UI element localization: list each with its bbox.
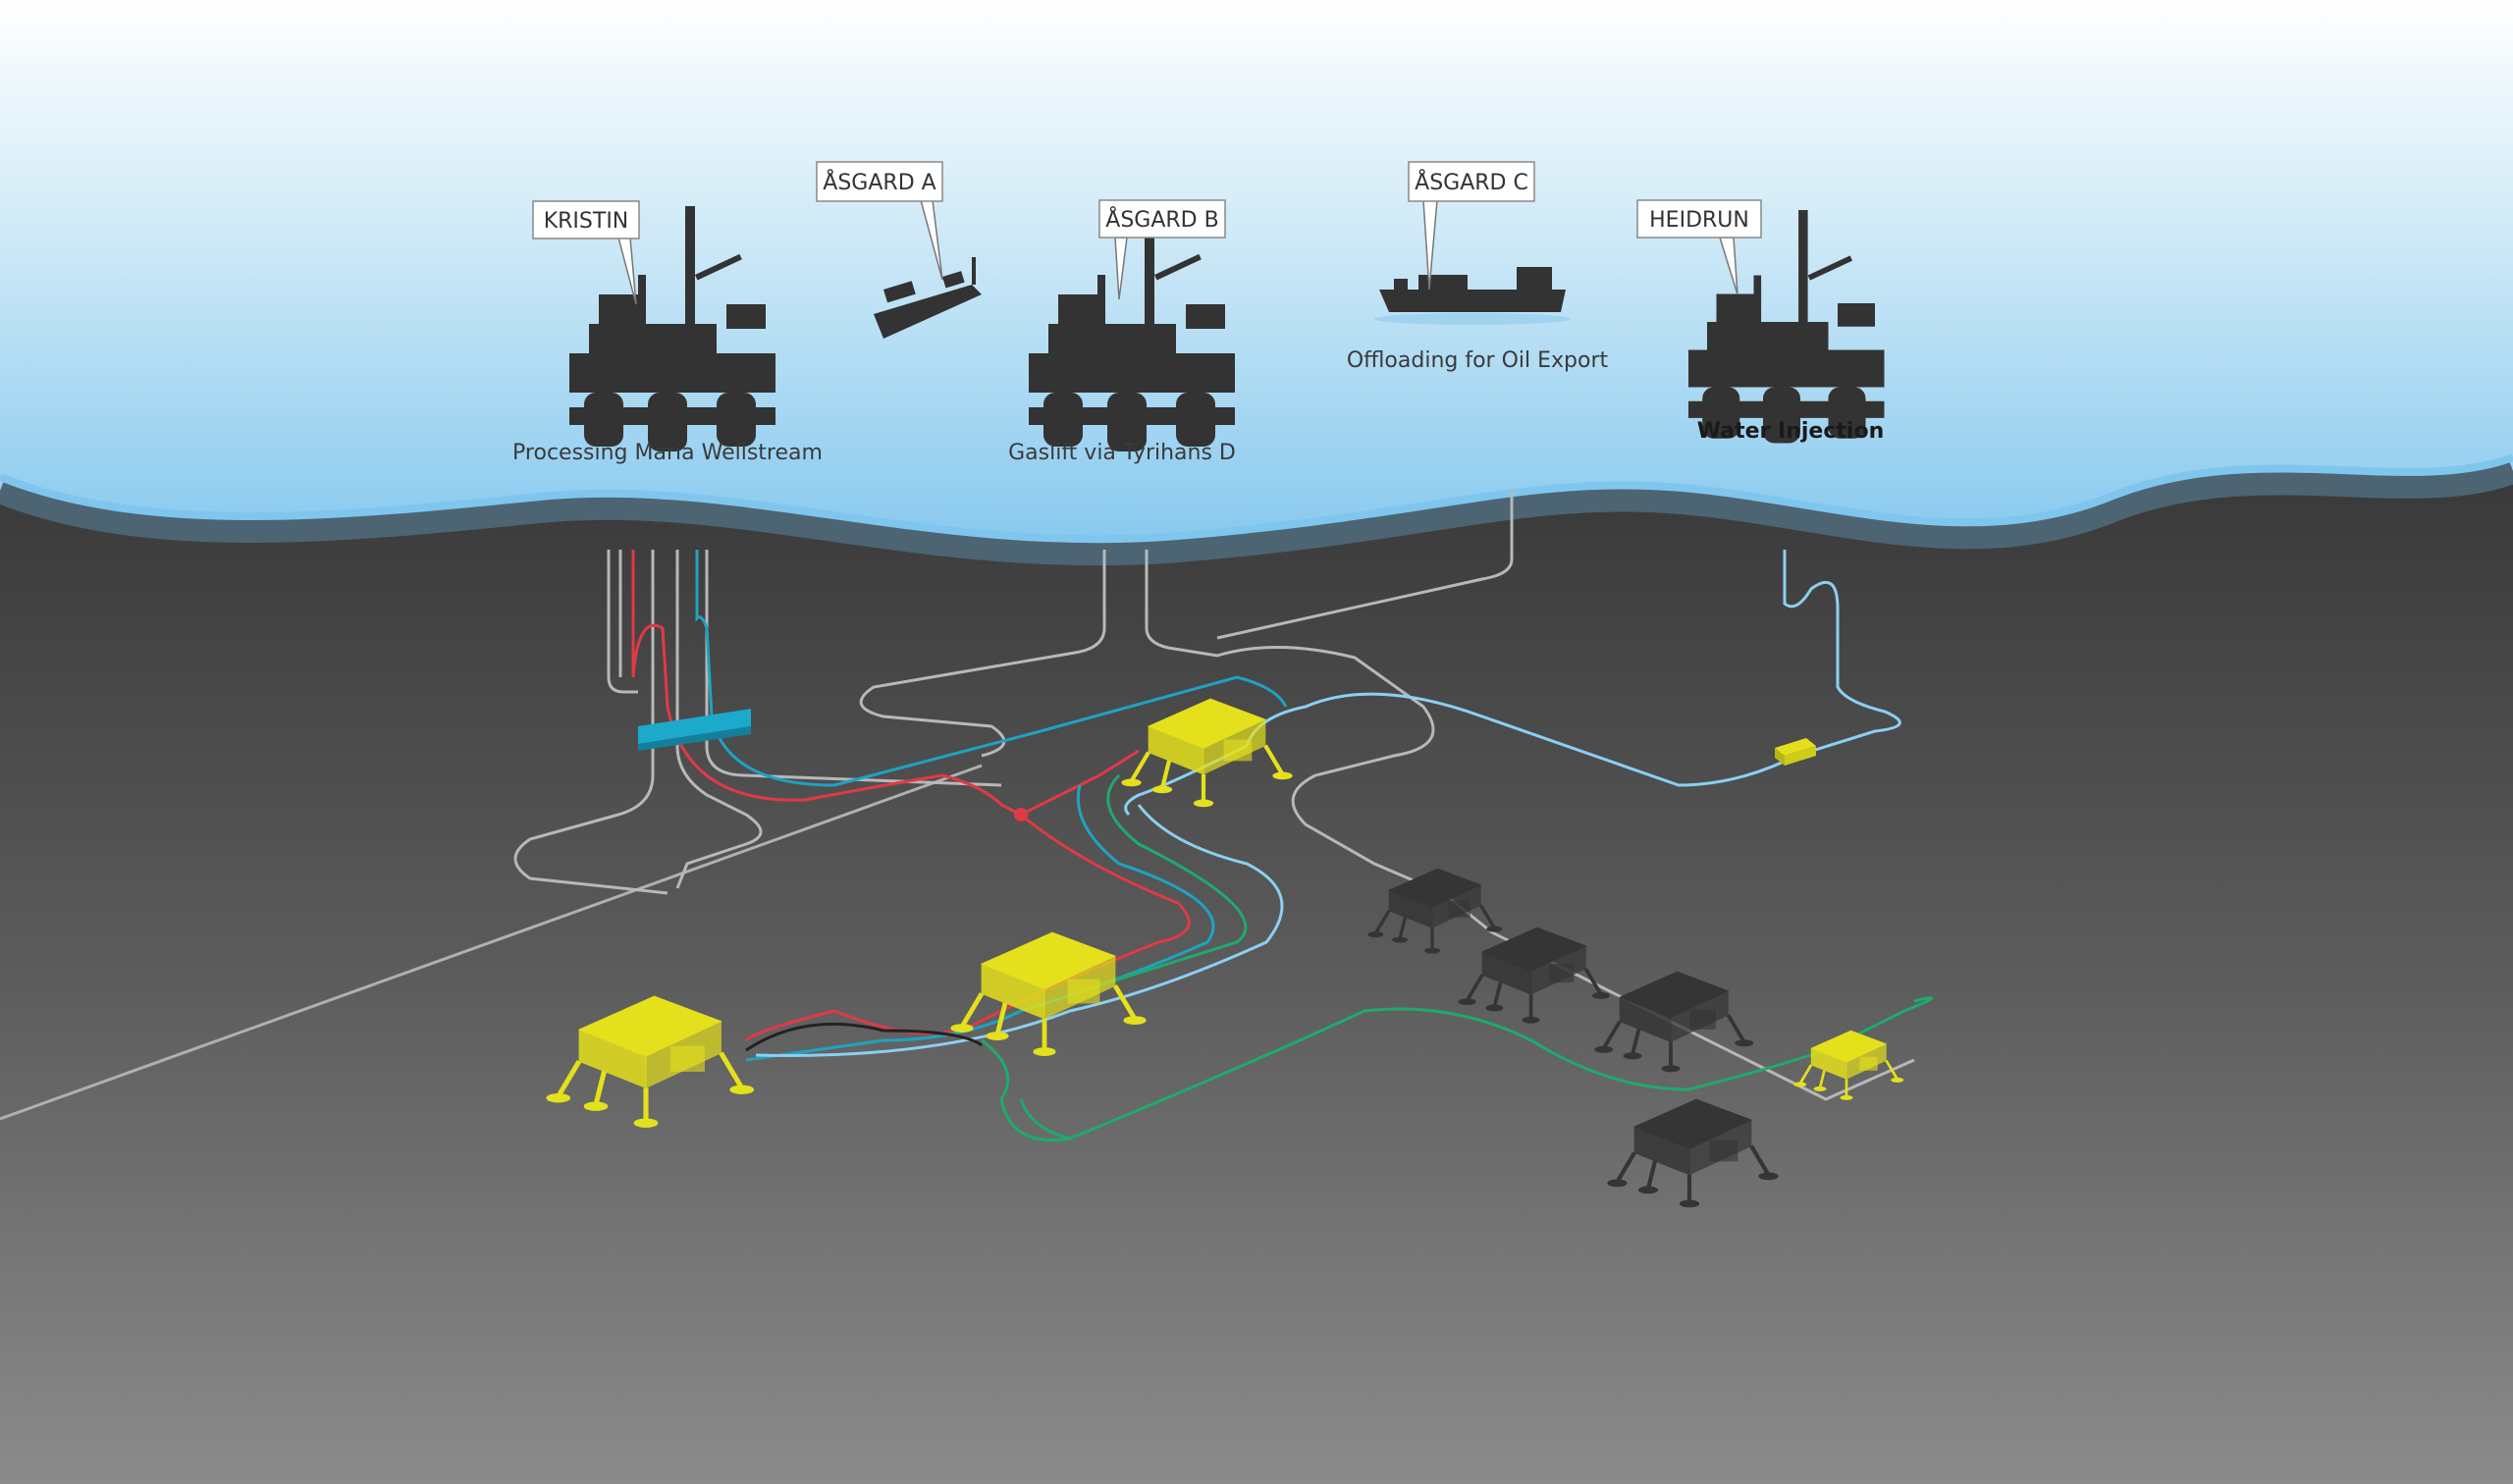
platform-label: ÅSGARD C <box>1415 169 1528 195</box>
sea-surface-highlight <box>0 453 2513 544</box>
grey-flowlines <box>513 491 1915 1101</box>
callout-asgard-c: ÅSGARD C <box>1408 161 1535 291</box>
callout-kristin: KRISTIN <box>532 200 640 305</box>
callout-heidrun: HEIDRUN <box>1636 199 1762 295</box>
red-junction-node <box>1014 808 1028 822</box>
platform-caption: Water Injection <box>1697 419 1884 444</box>
platform-label: HEIDRUN <box>1649 208 1749 233</box>
water-injection-pump-unit <box>1775 738 1816 766</box>
sea-surface-wave <box>0 458 2513 566</box>
sea-body <box>0 471 2513 1484</box>
riser-base-manifold <box>638 709 751 751</box>
export-pipeline <box>0 764 983 1121</box>
fpso-ship-icon <box>1374 267 1571 325</box>
platform-label: KRISTIN <box>544 209 629 234</box>
platform-caption: Offloading for Oil Export <box>1347 348 1609 373</box>
platform-label: ÅSGARD A <box>823 169 936 195</box>
callout-asgard-b: ÅSGARD B <box>1098 199 1226 300</box>
platform-label: ÅSGARD B <box>1105 206 1218 233</box>
dark-flowline <box>745 1022 983 1052</box>
green-flowline <box>981 773 1934 1142</box>
platform-caption: Processing Maria Wellstream <box>512 441 823 465</box>
fpso-ship-icon <box>874 257 982 339</box>
callout-asgard-a: ÅSGARD A <box>816 161 943 281</box>
sky <box>0 0 2513 589</box>
platform-caption: Gaslift via Tyrihans D <box>1008 441 1236 465</box>
